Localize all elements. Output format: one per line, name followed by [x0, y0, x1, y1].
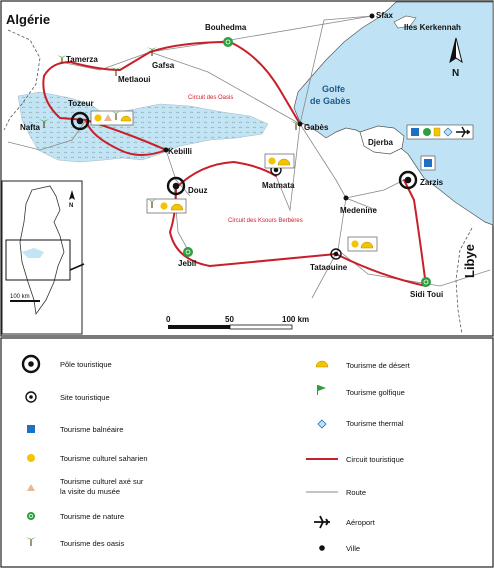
legend-label-nature: Tourisme de nature	[60, 512, 124, 521]
palm-icons	[39, 47, 301, 130]
country-label-libya: Libye	[462, 244, 477, 278]
legend-label-oasis: Tourisme des oasis	[60, 539, 124, 548]
country-label-algeria: Algérie	[6, 12, 50, 27]
city-dot-icon	[319, 545, 325, 551]
legend-label-pole: Pôle touristique	[60, 360, 112, 369]
city-dots	[163, 13, 375, 201]
circuit-label-ksours: Circuit des Ksours Berbères	[228, 218, 303, 224]
site-icon	[25, 391, 37, 403]
place-label-tozeur: Tozeur	[68, 99, 94, 108]
place-label-medenine: Medenine	[340, 206, 377, 215]
place-label-zarzis: Zarzis	[420, 178, 444, 187]
pole-zarzis	[398, 170, 418, 190]
flag-icon	[317, 385, 326, 395]
nature-icon	[27, 512, 35, 520]
place-label-douz: Douz	[188, 186, 208, 195]
zarzis-symbol-box	[420, 155, 436, 171]
place-label-metlaoui: Metlaoui	[118, 75, 150, 84]
place-label-jebil: Jebil	[178, 259, 196, 268]
place-label-bouhedma: Bouhedma	[205, 23, 247, 32]
scale-label-max: 100 km	[282, 315, 309, 324]
palm-gabes	[291, 121, 301, 130]
place-label-djerba: Djerba	[368, 138, 393, 147]
border-algeria	[3, 29, 41, 131]
plane-icon	[314, 515, 330, 529]
legend-label-balneaire: Tourisme balnéaire	[60, 425, 123, 434]
pole-icon	[21, 354, 41, 374]
pole-markers	[70, 111, 418, 196]
pole-douz	[166, 176, 186, 196]
palm-tamerza	[57, 55, 67, 64]
legend-right-icons	[306, 360, 338, 551]
legend-label-desert: Tourisme de désert	[346, 361, 411, 370]
douz-symbol-box	[146, 198, 187, 214]
legend-label-circuit: Circuit touristique	[346, 455, 404, 464]
legend-label-golf: Tourisme golfique	[346, 388, 405, 397]
place-label-kebilli: Kebilli	[168, 147, 192, 156]
palm-metlaoui	[111, 67, 121, 76]
scale-label-mid: 50	[225, 315, 234, 324]
legend-label-city: Ville	[346, 544, 360, 553]
legend-right-labels: Tourisme de désert Tourisme golfique Tou…	[346, 361, 411, 553]
kerkennah-islands	[393, 15, 417, 29]
place-label-tamerza: Tamerza	[66, 55, 98, 64]
yellow-dot-icon	[27, 454, 35, 462]
inset-map	[1, 180, 85, 335]
tozeur-symbol-box	[90, 110, 134, 126]
inset-north-label: N	[69, 203, 73, 209]
tourist-circuits	[42, 41, 427, 287]
place-label-sfax: Sfax	[376, 11, 393, 20]
legend-label-thermal: Tourisme thermal	[346, 419, 404, 428]
legend-panel	[0, 337, 494, 568]
place-label-kerkennah: Iles Kerkennah	[404, 23, 461, 32]
north-arrow-icon	[449, 37, 463, 64]
legend-label-musee-line2: la visite du musée	[60, 487, 120, 496]
matmata-symbol-box	[264, 153, 295, 169]
palm-icon	[26, 537, 36, 546]
legend-label-route: Route	[346, 488, 366, 497]
tataouine-symbol-box	[347, 236, 378, 252]
sea-label-line1: Golfe	[322, 84, 345, 94]
djerba-island	[359, 125, 405, 155]
sea-area	[293, 1, 494, 226]
scale-label-zero: 0	[166, 315, 171, 324]
nature-bouhedma	[223, 37, 233, 47]
place-label-matmata: Matmata	[262, 181, 295, 190]
place-label-gafsa: Gafsa	[152, 61, 175, 70]
place-label-nafta: Nafta	[20, 123, 41, 132]
legend-left-labels: Pôle touristique Site touristique Touris…	[60, 360, 148, 548]
site-tataouine	[330, 248, 342, 260]
inset-scale-label: 100 km	[10, 294, 30, 300]
place-label-sidi-toui: Sidi Toui	[410, 290, 443, 299]
triangle-icon	[27, 484, 35, 491]
palm-nafta	[39, 119, 49, 128]
diamond-icon	[317, 419, 327, 429]
half-sun-icon	[315, 360, 329, 368]
legend-label-saharien: Tourisme culturel saharien	[60, 454, 148, 463]
circuit-label-oasis: Circuit des Oasis	[188, 95, 233, 101]
djerba-symbol-box	[406, 124, 474, 140]
scale-bar	[168, 324, 293, 330]
nature-sidi-toui	[421, 277, 431, 287]
legend-label-airport: Aéroport	[346, 518, 376, 527]
border-libya	[455, 227, 473, 335]
legend-label-site: Site touristique	[60, 393, 110, 402]
legend-label-musee-line1: Tourisme culturel axé sur	[60, 477, 144, 486]
place-label-tataouine: Tataouine	[310, 263, 348, 272]
blue-square-icon	[27, 425, 35, 433]
sea-label-line2: de Gabès	[310, 96, 351, 106]
legend-left-icons	[21, 354, 41, 546]
north-label: N	[452, 68, 459, 79]
palm-gafsa	[147, 47, 157, 56]
pole-tozeur	[70, 111, 90, 131]
nature-jebil	[183, 247, 193, 257]
place-label-gabes: Gabès	[304, 123, 329, 132]
nature-markers	[183, 37, 431, 287]
